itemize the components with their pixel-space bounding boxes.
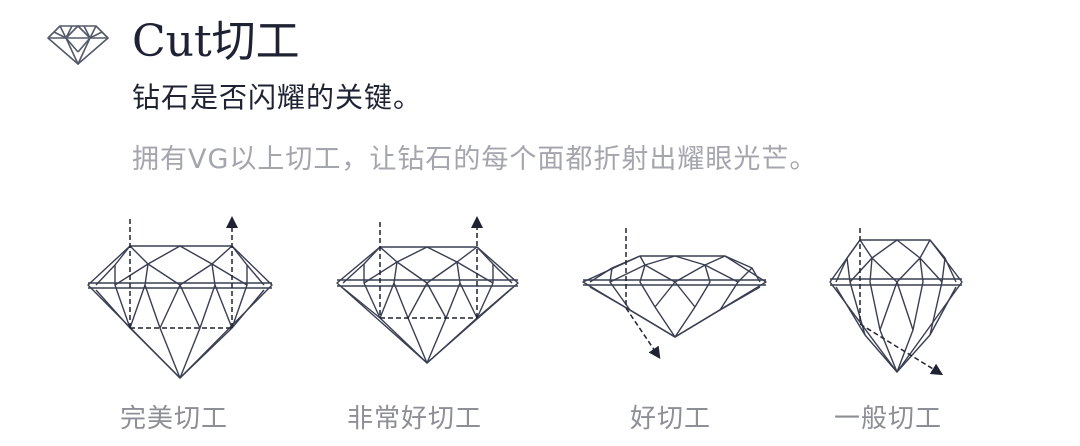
- cut-grade-label: 完美切工: [120, 404, 229, 434]
- light-path: [859, 228, 944, 376]
- fair-cut-diamond-icon: [829, 239, 963, 373]
- page-title: Cut切工: [132, 16, 300, 67]
- cut-grade-label: 好切工: [630, 404, 712, 434]
- light-path: [129, 216, 238, 329]
- page-description: 拥有VG以上切工，让钻石的每个面都折射出耀眼光芒。: [132, 144, 818, 175]
- cut-grade-label: 非常好切工: [347, 404, 483, 434]
- page-subtitle: 钻石是否闪耀的关键。: [132, 81, 423, 114]
- ideal-cut-diamond-icon: [87, 245, 273, 379]
- cut-grade-label: 一般切工: [834, 404, 943, 434]
- light-path: [379, 216, 483, 319]
- good-cut-diamond-icon: [582, 255, 767, 338]
- light-path: [625, 228, 661, 359]
- diamond-icon: [47, 25, 109, 65]
- very-good-cut-diamond-icon: [336, 246, 519, 364]
